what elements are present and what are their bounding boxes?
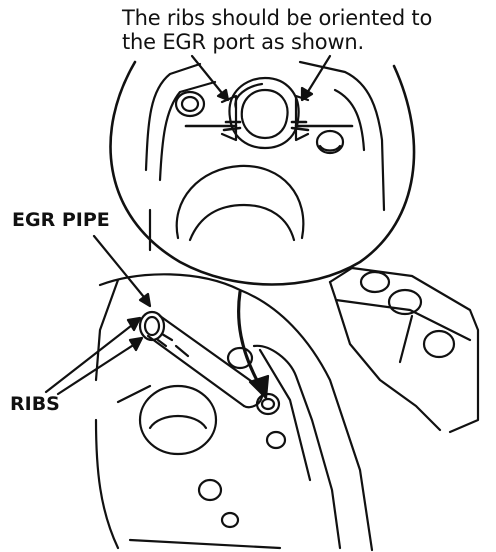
head-block (328, 266, 480, 434)
egr-pipe (146, 314, 260, 408)
detail-circle-outline (109, 60, 416, 286)
egr-port-ring (228, 76, 300, 150)
ribs-leader-2 (56, 340, 140, 396)
egr-port-inner (240, 88, 289, 140)
egr-pipe-end (138, 310, 166, 342)
detail-arrow-left (190, 54, 228, 100)
detail-head-outline (144, 60, 386, 212)
install-arrow (237, 290, 262, 388)
detail-hole-right (315, 129, 345, 155)
ribs-leader-1 (44, 320, 138, 394)
lower-big-bore (138, 384, 218, 456)
caption-line-2: the EGR port as shown. (122, 30, 365, 54)
engine-body-outline (98, 273, 374, 552)
rib-left (222, 120, 242, 132)
egr-port-small (255, 392, 281, 416)
ribs-label: RIBS (10, 393, 60, 415)
egr-pipe-leader (92, 234, 150, 304)
detail-big-bore (175, 164, 305, 240)
rib-right (290, 120, 310, 132)
egr-pipe-label: EGR PIPE (12, 209, 110, 231)
detail-hole-left (174, 90, 206, 118)
caption-line-1: The ribs should be oriented to (122, 6, 433, 30)
